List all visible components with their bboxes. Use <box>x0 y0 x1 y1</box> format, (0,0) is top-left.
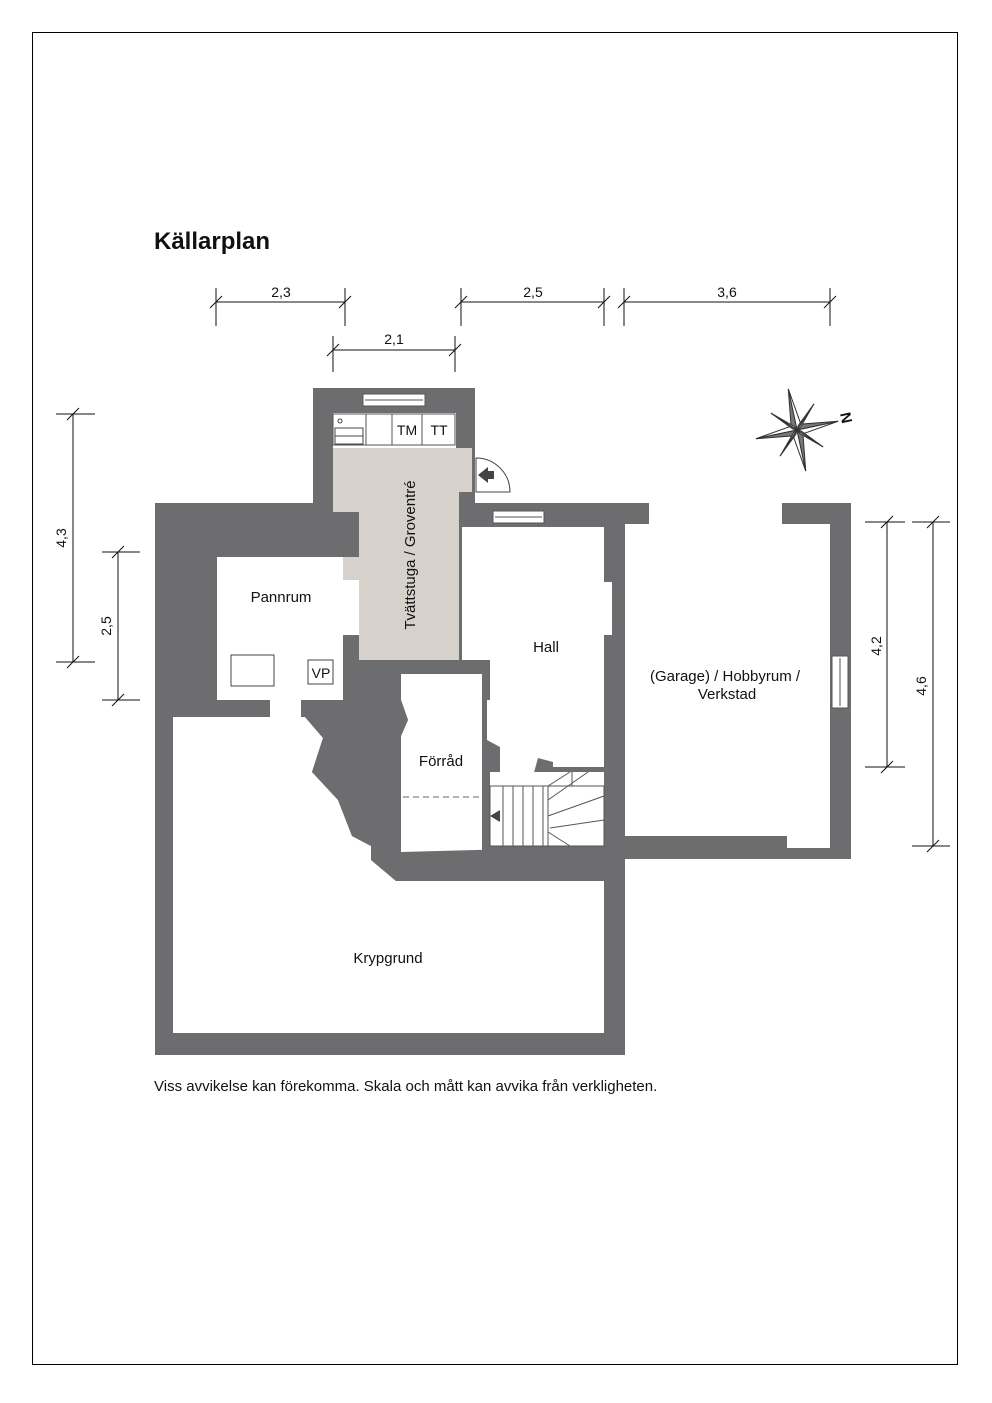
staircase <box>489 771 605 847</box>
room-label-pannrum: Pannrum <box>251 589 312 606</box>
dim-label-top-right: 3,6 <box>717 284 737 300</box>
dim-label-second-row: 2,1 <box>384 331 404 347</box>
laundry-appliances <box>332 413 456 446</box>
compass-rose-icon <box>755 388 839 472</box>
room-label-hall: Hall <box>533 639 559 656</box>
fixture-tt: TT <box>430 422 448 438</box>
room-label-tvattstuga: Tvättstuga / Groventré <box>402 480 419 629</box>
room-label-krypgrund: Krypgrund <box>353 950 422 967</box>
dim-label-top-mid: 2,5 <box>523 284 543 300</box>
laundry-floor <box>333 448 472 660</box>
dim-label-right-outer: 4,6 <box>913 676 929 696</box>
page-frame <box>32 32 958 1365</box>
dim-label-left-inner: 2,5 <box>98 616 114 636</box>
fixture-vp: VP <box>312 665 331 681</box>
plan-title: Källarplan <box>154 228 271 255</box>
fixture-tm: TM <box>397 422 417 438</box>
dim-label-left-outer: 4,3 <box>53 528 69 548</box>
dim-label-top-left: 2,3 <box>271 284 291 300</box>
disclaimer-text: Viss avvikelse kan förekomma. Skala och … <box>154 1078 658 1095</box>
room-interiors <box>173 413 830 1033</box>
room-label-forrad: Förråd <box>419 753 463 770</box>
sink-icon <box>334 418 364 445</box>
room-label-garage-line1: (Garage) / Hobbyrum / <box>650 668 801 685</box>
dimension-lines <box>56 288 950 853</box>
entry-door <box>475 457 515 493</box>
boiler-equipment <box>230 654 334 687</box>
dim-label-right-inner: 4,2 <box>868 636 884 656</box>
room-label-garage-line2: Verkstad <box>698 686 756 703</box>
garage-door-gap <box>787 836 830 848</box>
compass-north-label: N <box>836 411 855 425</box>
windows <box>362 393 849 709</box>
